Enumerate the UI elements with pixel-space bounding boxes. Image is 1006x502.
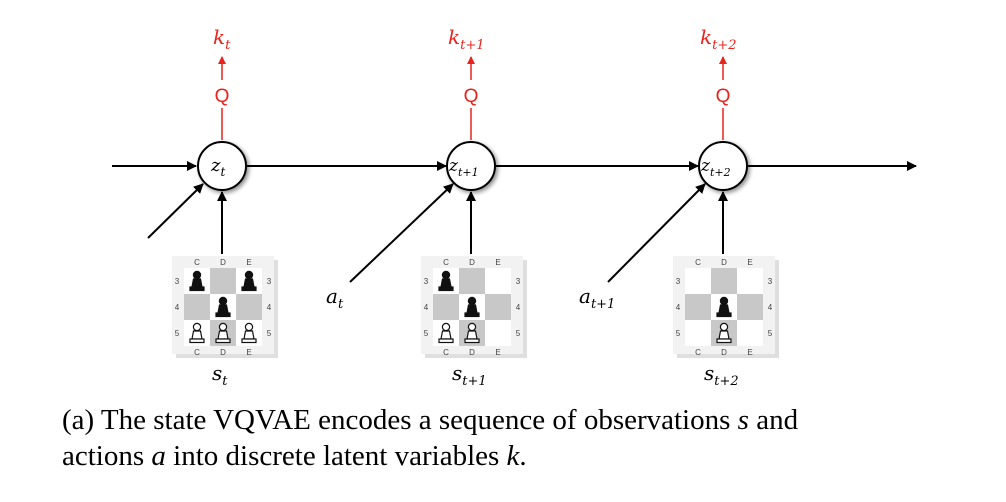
quantizer-label-0: Q	[215, 86, 230, 107]
board-column-label: E	[495, 258, 500, 267]
node-group-1: Q kt+1 zt+1	[446, 25, 496, 191]
board-row-label: 4	[175, 303, 180, 312]
quantizer-label-2: Q	[716, 86, 731, 107]
board-column-label: C	[695, 348, 701, 357]
state-label-1: st+1	[452, 361, 487, 389]
board-column-label: E	[747, 258, 752, 267]
board-column-label: C	[443, 348, 449, 357]
state-label-0: st	[212, 361, 228, 389]
board-row-label: 3	[676, 277, 681, 286]
white-pawn-icon	[438, 322, 454, 344]
board-column-label: D	[721, 348, 727, 357]
latent-label-0: zt	[210, 155, 225, 179]
board-column-label: E	[246, 348, 251, 357]
board-row-label: 3	[267, 277, 272, 286]
board-row-label: 4	[516, 303, 521, 312]
board-row-label: 3	[424, 277, 429, 286]
white-pawn-icon	[241, 322, 257, 344]
action-label-1: at+1	[579, 284, 615, 312]
black-pawn-icon	[716, 296, 732, 318]
board-column-label: C	[443, 258, 449, 267]
board-row-label: 4	[768, 303, 773, 312]
latent-node-2	[698, 141, 748, 191]
board-row-label: 5	[676, 329, 681, 338]
figure-caption: (a) The state VQVAE encodes a sequence o…	[62, 404, 799, 472]
board-row-label: 3	[516, 277, 521, 286]
board-row-label: 5	[768, 329, 773, 338]
board-row-label: 3	[175, 277, 180, 286]
latent-node-0	[197, 141, 247, 191]
board-column-label: E	[747, 348, 752, 357]
black-pawn-icon	[438, 270, 454, 292]
board-row-label: 4	[424, 303, 429, 312]
board-row-label: 3	[768, 277, 773, 286]
board-column-label: D	[220, 258, 226, 267]
board-row-label: 5	[516, 329, 521, 338]
chessboard-state-2: C C D D E E 3 3 4 4 5 5	[673, 256, 779, 358]
black-pawn-icon	[189, 270, 205, 292]
action-arrow-t	[349, 183, 454, 283]
black-pawn-icon	[464, 296, 480, 318]
code-label-1: kt+1	[448, 25, 485, 53]
chessboard-state-0: C C D D E E 3 3 4 4 5 5	[172, 256, 278, 358]
board-row-label: 5	[424, 329, 429, 338]
board-column-label: D	[721, 258, 727, 267]
board-row-label: 5	[267, 329, 272, 338]
action-arrow-t1	[607, 183, 706, 283]
white-pawn-icon	[464, 322, 480, 344]
white-pawn-icon	[215, 322, 231, 344]
board-row-label: 5	[175, 329, 180, 338]
white-pawn-icon	[716, 322, 732, 344]
board-column-label: C	[695, 258, 701, 267]
node-group-0: Q kt zt	[197, 25, 247, 191]
latent-label-1: zt+1	[448, 156, 479, 179]
latent-label-2: zt+2	[700, 156, 731, 179]
board-column-label: D	[220, 348, 226, 357]
chessboard-state-1: C C D D E E 3 3 4 4 5 5	[421, 256, 527, 358]
white-pawn-icon	[189, 322, 205, 344]
action-arrow-prev	[147, 183, 204, 239]
vqvae-diagram: Q kt zt Q kt+1 zt+1 Q kt+2 zt+2 at at+1 …	[112, 25, 917, 389]
quantizer-label-1: Q	[464, 86, 479, 107]
code-label-2: kt+2	[700, 25, 737, 53]
action-label-0: at	[326, 284, 344, 312]
state-label-2: st+2	[704, 361, 739, 389]
black-pawn-icon	[241, 270, 257, 292]
board-column-label: C	[194, 348, 200, 357]
board-column-label: D	[469, 258, 475, 267]
node-group-2: Q kt+2 zt+2	[698, 25, 748, 191]
board-column-label: C	[194, 258, 200, 267]
code-label-0: kt	[213, 25, 231, 53]
board-column-label: E	[495, 348, 500, 357]
board-row-label: 4	[676, 303, 681, 312]
black-pawn-icon	[215, 296, 231, 318]
latent-node-1	[446, 141, 496, 191]
board-row-label: 4	[267, 303, 272, 312]
board-column-label: E	[246, 258, 251, 267]
board-column-label: D	[469, 348, 475, 357]
